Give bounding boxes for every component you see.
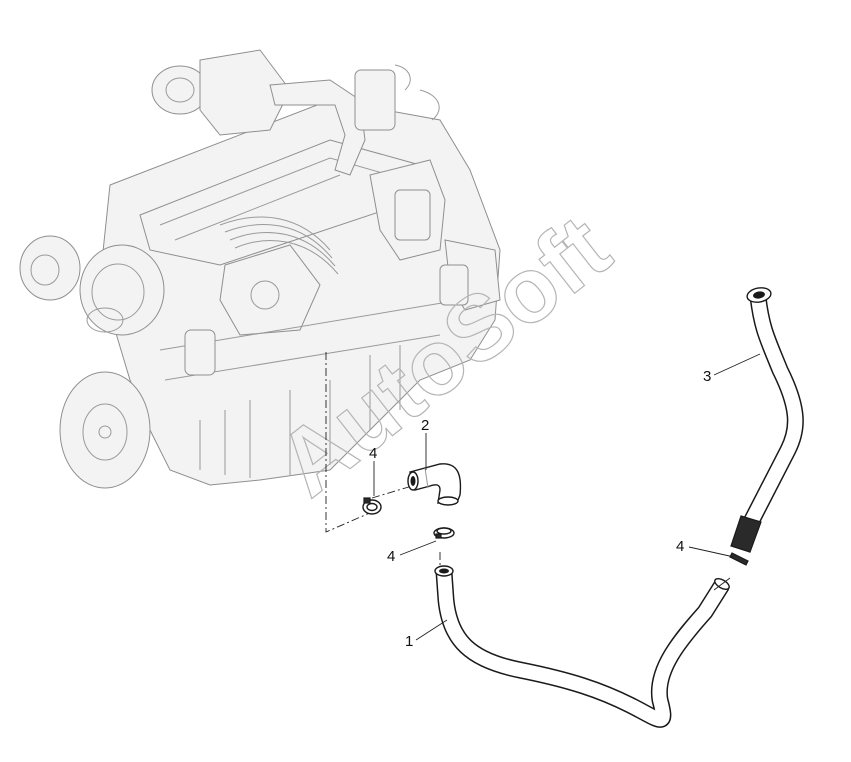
- callout-clamp-elbow: 4: [387, 548, 395, 565]
- hose-lower: [434, 565, 731, 728]
- leader-clamp-elbow: [399, 540, 437, 556]
- leader-clamp-joint: [688, 546, 735, 558]
- callout-hose-upper: 3: [703, 368, 711, 385]
- clamp-elbow: [433, 527, 455, 539]
- leader-hose-upper: [713, 353, 761, 376]
- callout-elbow: 2: [421, 417, 429, 434]
- leader-hose-lower: [415, 619, 448, 641]
- engine-illustration: [19, 49, 501, 489]
- callout-clamp-joint: 4: [676, 538, 684, 555]
- callout-hose-lower: 1: [405, 633, 413, 650]
- elbow-centerline: [371, 485, 413, 499]
- callout-clamp-engine: 4: [369, 445, 377, 462]
- assembly-centerline: [325, 352, 373, 533]
- elbow-fitting: [407, 463, 462, 506]
- hose-upper: [730, 287, 804, 553]
- clamp-engine: [362, 497, 382, 515]
- clamp-joint: [729, 552, 749, 566]
